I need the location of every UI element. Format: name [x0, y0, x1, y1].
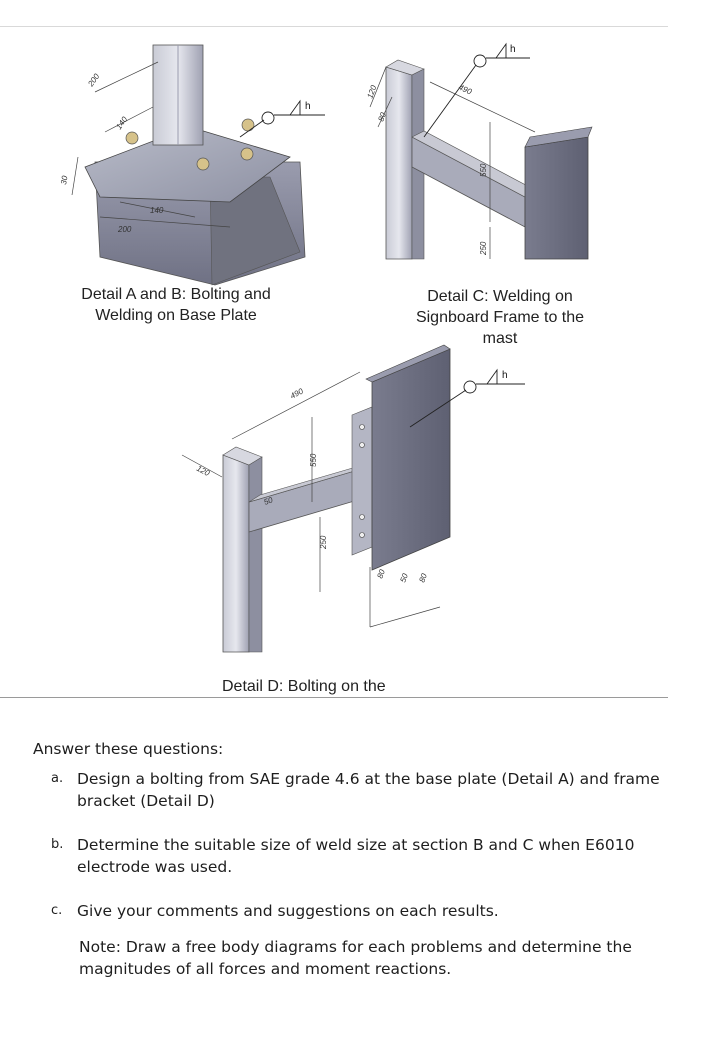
question-text: Determine the suitable size of weld size… [77, 836, 635, 876]
dim-ab-1: 140 [114, 115, 129, 132]
dim-d-5: 50 [398, 572, 410, 584]
weld-symbol-c [423, 42, 530, 138]
caption-c-line3: mast [482, 330, 518, 347]
dim-d-3: 250 [319, 535, 328, 550]
mast-d [222, 454, 250, 653]
bracket-bolts [359, 424, 365, 538]
mast-c [385, 66, 413, 260]
question-c: c. Give your comments and suggestions on… [51, 900, 683, 922]
caption-detail-ab: Detail A and B: Bolting and Welding on B… [60, 284, 292, 326]
board-c [524, 136, 589, 260]
dim-ab-4: 200 [117, 225, 132, 234]
question-letter: b. [51, 837, 64, 852]
caption-detail-c: Detail C: Welding on Signboard Frame to … [395, 286, 605, 349]
dim-d-6: 80 [417, 572, 429, 584]
detail-ab-drawing: 200 140 30 140 200 h [59, 44, 325, 286]
question-letter: a. [51, 771, 64, 786]
questions-heading: Answer these questions: [33, 740, 224, 758]
dim-d-7: 50 [263, 495, 275, 507]
caption-detail-d: Detail D: Bolting on the [222, 678, 386, 695]
dim-c-2: 490 [457, 83, 473, 97]
dim-d-0: 490 [289, 386, 305, 400]
detail-d-drawing: 490 120 550 250 80 50 80 50 h [181, 344, 525, 653]
weld-h-ab: h [305, 101, 311, 112]
caption-c-line1: Detail C: Welding on [427, 288, 573, 305]
dim-ab-2: 30 [59, 174, 70, 185]
question-a: a. Design a bolting from SAE grade 4.6 a… [51, 768, 683, 812]
dim-c-4: 250 [479, 241, 488, 256]
dim-c-0: 120 [365, 84, 378, 100]
caption-ab-line2: Welding on Base Plate [95, 307, 257, 324]
dim-c-3: 550 [479, 163, 488, 177]
weld-h-d: h [502, 370, 508, 381]
top-divider [0, 26, 668, 27]
questions-section: Answer these questions: a. Design a bolt… [33, 740, 683, 980]
engineering-drawing: 200 140 30 140 200 h 12 [59, 42, 593, 653]
weld-symbol-ab [239, 99, 325, 138]
question-letter: c. [51, 903, 63, 918]
figure-divider [0, 697, 668, 698]
dim-ab-3: 140 [150, 206, 164, 215]
caption-c-line2: Signboard Frame to the [415, 309, 585, 326]
dim-c-1: 80 [376, 111, 388, 123]
dim-ab-0: 200 [86, 72, 102, 89]
detail-c-drawing: 120 80 490 550 250 h [365, 42, 593, 260]
weld-h-c: h [510, 44, 516, 55]
question-b: b. Determine the suitable size of weld s… [51, 834, 683, 878]
dim-d-2: 550 [309, 453, 318, 467]
question-text: Design a bolting from SAE grade 4.6 at t… [77, 770, 660, 810]
question-text: Give your comments and suggestions on ea… [77, 902, 499, 920]
board-d [371, 348, 451, 571]
caption-ab-line1: Detail A and B: Bolting and [81, 286, 271, 303]
dim-d-4: 80 [375, 568, 387, 580]
note-text: Note: Draw a free body diagrams for each… [79, 938, 632, 978]
dim-d-1: 120 [195, 464, 211, 478]
bolts [125, 118, 255, 171]
weld-symbol-d [409, 368, 525, 428]
